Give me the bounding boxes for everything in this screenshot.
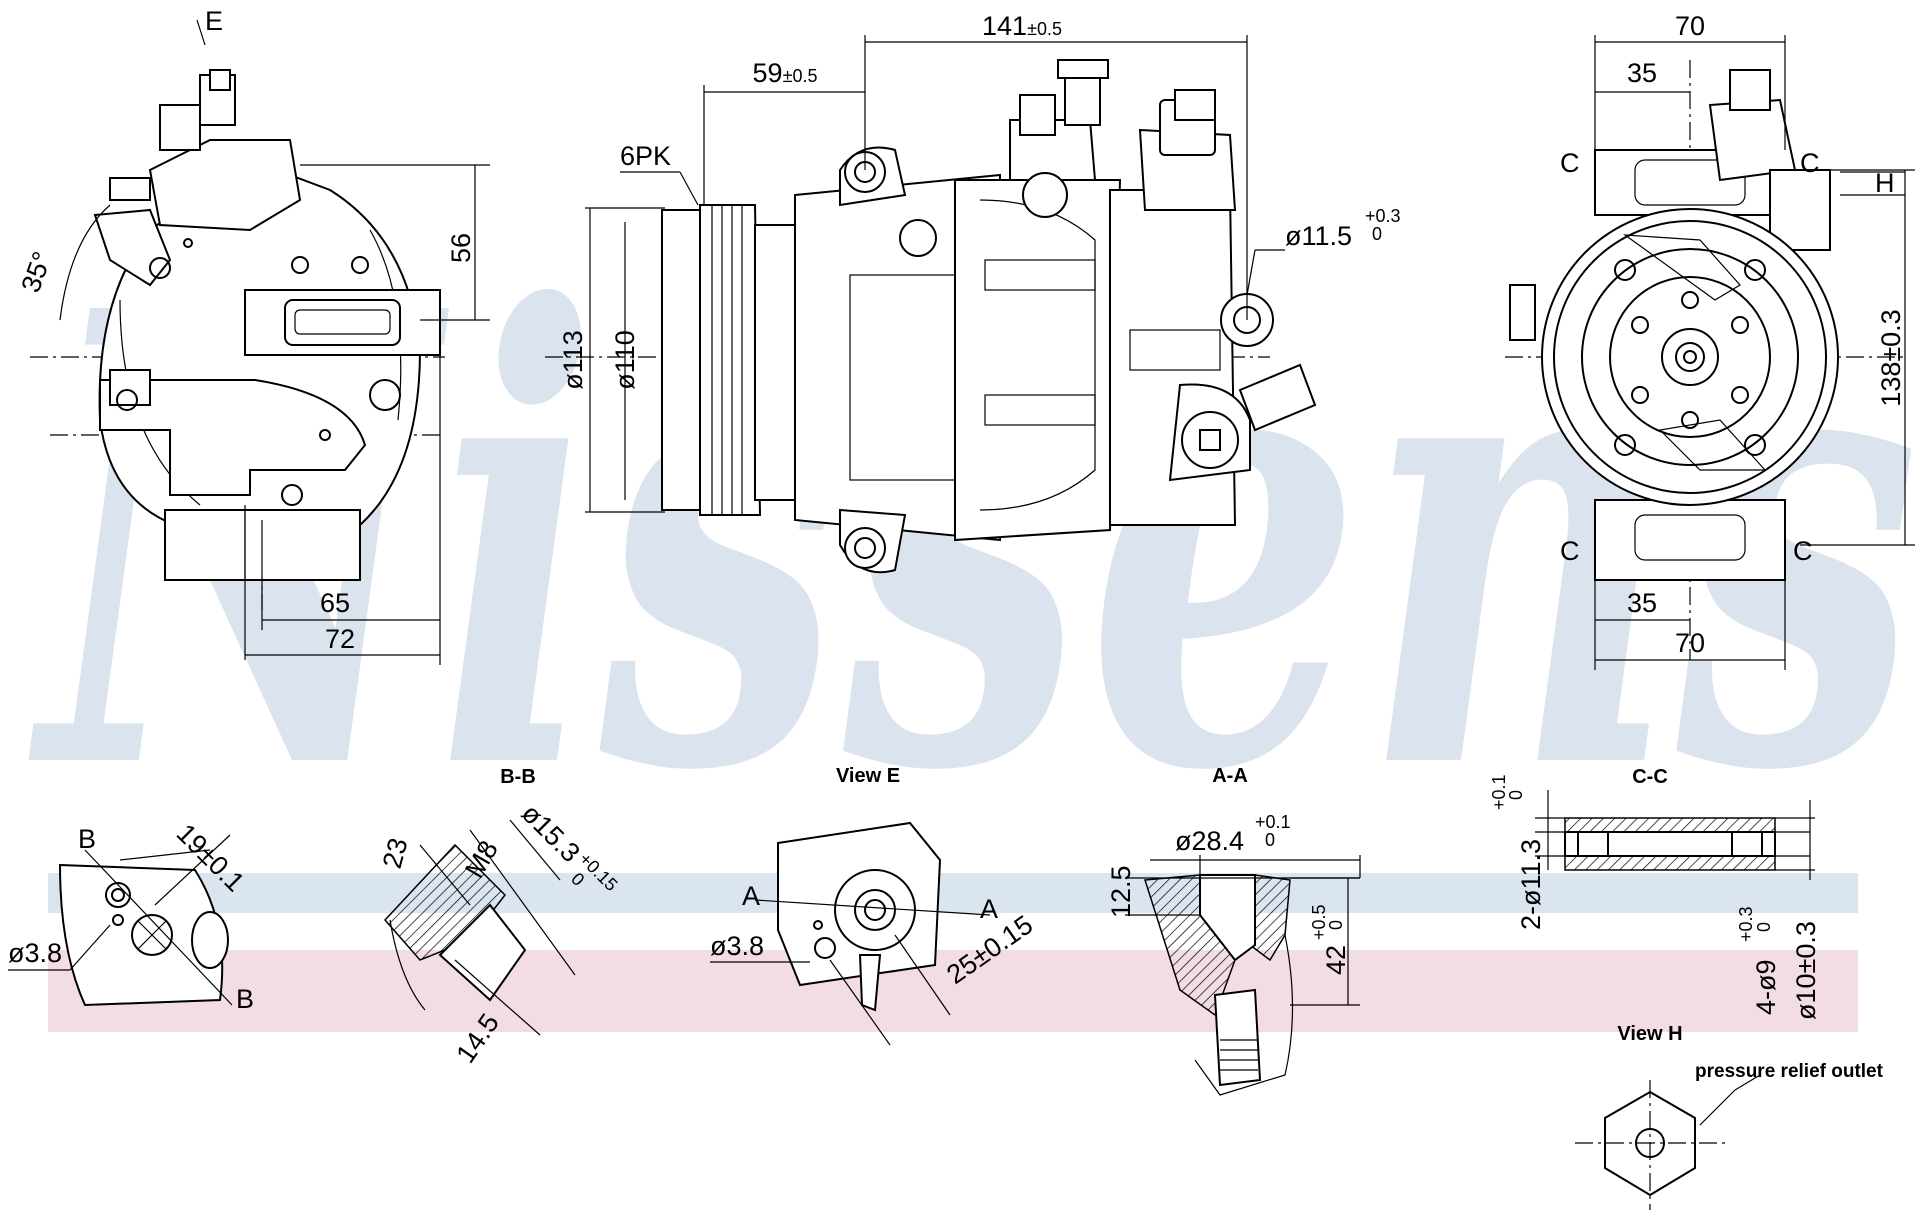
title-bb: B-B [500,766,536,788]
tol-9-low: 0 [1754,922,1774,932]
dim-138: 138±0.3 [1876,309,1906,406]
blue-band [48,873,1858,913]
dia-3-8-e: ø3.8 [710,931,764,961]
dim-141: 141±0.5 [982,11,1062,41]
label-c-bl: C [1560,536,1580,566]
detail-b: B B 19±0.1 ø3.8 [8,818,254,1014]
view-h: View H pressure relief outlet [1575,1023,1884,1210]
label-a1: A [742,881,760,911]
label-b1: B [78,824,96,854]
label-c-tr: C [1800,148,1820,178]
section-cc: C-C 2-ø11.3 +0.1 0 4-ø9 +0.3 0 ø10±0.3 [1489,766,1821,1020]
label-e-left: E [205,6,223,36]
left-view: E 56 65 72 35° [15,6,490,665]
tol-28-4-up: +0.1 [1255,812,1291,832]
label-c-br: C [1793,536,1813,566]
center-view: 141±0.5 59±0.5 6PK ø113 ø110 ø11.5 +0.3 … [545,11,1401,574]
dia-113: ø113 [558,330,588,390]
dim-70-top: 70 [1675,11,1705,41]
label-h: H [1875,168,1895,198]
dim-59: 59±0.5 [753,58,818,88]
tol-11-3-up: +0.1 [1489,774,1509,810]
dim-56: 56 [446,233,476,263]
pressure-relief-note: pressure relief outlet [1695,1061,1884,1082]
dia-9: 4-ø9 [1751,959,1781,1015]
section-aa: A-A ø28.4 +0.1 0 12.5 42 +0.5 0 [1106,765,1361,1096]
tol-11-5-up: +0.3 [1365,206,1401,226]
dim-12-5: 12.5 [1106,865,1136,918]
tol-42-up: +0.5 [1309,904,1329,940]
pink-band [48,950,1858,1032]
tol-28-4-low: 0 [1265,830,1275,850]
dia-11-3: 2-ø11.3 [1516,839,1546,930]
dia-11-5: ø11.5 [1285,221,1352,251]
title-view-h: View H [1617,1023,1682,1045]
dia-10: ø10±0.3 [1791,921,1821,1020]
pulley-6pk: 6PK [620,141,671,171]
label-a2: A [980,894,998,924]
right-view: 70 35 35 70 138±0.3 H C C C C [1505,11,1915,670]
label-c-tl: C [1560,148,1580,178]
dia-3-8-b: ø3.8 [8,938,62,968]
title-view-e: View E [836,765,900,787]
label-b2: B [236,984,254,1014]
dim-35-top: 35 [1627,58,1657,88]
dim-35-bot: 35 [1627,588,1657,618]
title-aa: A-A [1212,765,1248,787]
tol-11-3-low: 0 [1506,790,1526,800]
dim-42: 42 [1321,945,1351,975]
tol-42-low: 0 [1326,920,1346,930]
dia-28-4: ø28.4 [1175,826,1244,856]
dim-72: 72 [325,624,355,654]
tol-9-up: +0.3 [1736,906,1756,942]
title-cc: C-C [1632,766,1668,788]
dim-70-bot: 70 [1675,628,1705,658]
dim-65: 65 [320,588,350,618]
tol-11-5-low: 0 [1372,224,1382,244]
dia-110: ø110 [610,330,640,390]
